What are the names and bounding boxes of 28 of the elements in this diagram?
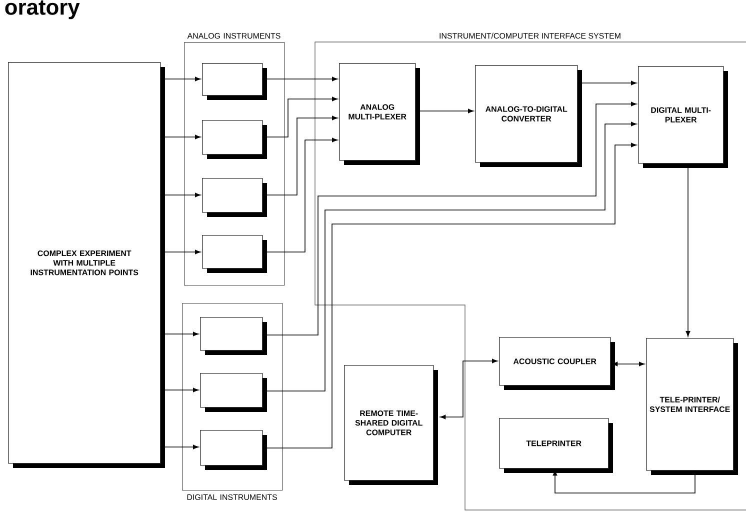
heading: oratory bbox=[5, 0, 80, 20]
arrow bbox=[440, 358, 498, 420]
instrument-box bbox=[202, 63, 267, 100]
arrow bbox=[160, 332, 199, 336]
arrow bbox=[415, 108, 474, 114]
arrow bbox=[160, 76, 201, 82]
arrow bbox=[262, 76, 338, 82]
arrow bbox=[160, 388, 199, 392]
instrument-box bbox=[200, 316, 267, 355]
arrow bbox=[552, 470, 696, 494]
arrow bbox=[262, 96, 338, 138]
arrow bbox=[262, 116, 338, 196]
arrow bbox=[262, 122, 637, 392]
arrow bbox=[262, 138, 338, 252]
arrow bbox=[262, 102, 637, 336]
arrow bbox=[612, 362, 645, 366]
arrow bbox=[160, 444, 199, 450]
instrument-box bbox=[200, 372, 267, 412]
arrow bbox=[160, 134, 201, 140]
arrow bbox=[686, 163, 690, 337]
instrument-box bbox=[202, 178, 267, 217]
instrument-box bbox=[202, 234, 267, 273]
instrument-box bbox=[202, 120, 267, 159]
arrow bbox=[160, 192, 201, 198]
instrument-box bbox=[200, 430, 267, 470]
arrow bbox=[577, 80, 637, 86]
arrow bbox=[262, 142, 637, 448]
arrow bbox=[160, 250, 201, 254]
